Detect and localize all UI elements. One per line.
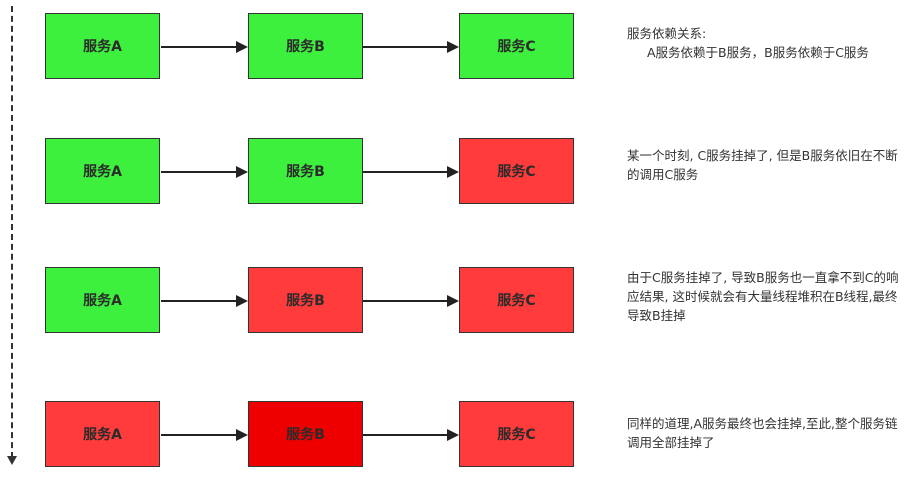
timeline-dashed-line [11,6,13,458]
note-b-down: 由于C服务挂掉了, 导致B服务也一直拿不到C的响应结果, 这时候就会有大量线程堆… [627,268,905,325]
call-arrow-a-to-b [161,295,248,307]
call-arrow-b-to-c [363,429,459,441]
service-c-box: 服务C [459,401,574,467]
service-a-box: 服务A [45,267,160,333]
service-a-box: 服务A [45,401,160,467]
service-a-box: 服务A [45,13,160,79]
timeline-arrowhead [7,456,17,465]
note-c-down: 某一个时刻, C服务挂掉了, 但是B服务依旧在不断的调用C服务 [627,146,905,184]
note-text: 某一个时刻, C服务挂掉了, 但是B服务依旧在不断的调用C服务 [627,148,898,182]
note-title: 服务依赖关系: [627,26,707,41]
service-c-box: 服务C [459,138,574,204]
note-dependency: 服务依赖关系: A服务依赖于B服务，B服务依赖于C服务 [627,24,905,62]
service-b-box: 服务B [248,267,363,333]
service-c-box: 服务C [459,13,574,79]
call-arrow-a-to-b [161,41,248,53]
service-b-box: 服务B [248,13,363,79]
call-arrow-b-to-c [363,41,459,53]
note-chain-down: 同样的道理,A服务最终也会挂掉,至此,整个服务链调用全部挂掉了 [627,414,905,452]
note-text: 同样的道理,A服务最终也会挂掉,至此,整个服务链调用全部挂掉了 [627,416,898,450]
call-arrow-a-to-b [161,429,248,441]
call-arrow-b-to-c [363,166,459,178]
note-text: A服务依赖于B服务，B服务依赖于C服务 [647,45,869,60]
service-a-box: 服务A [45,138,160,204]
call-arrow-b-to-c [363,295,459,307]
service-b-box: 服务B [248,138,363,204]
note-text: 由于C服务挂掉了, 导致B服务也一直拿不到C的响应结果, 这时候就会有大量线程堆… [627,270,899,323]
service-c-box: 服务C [459,267,574,333]
call-arrow-a-to-b [161,166,248,178]
service-b-box: 服务B [248,401,363,467]
